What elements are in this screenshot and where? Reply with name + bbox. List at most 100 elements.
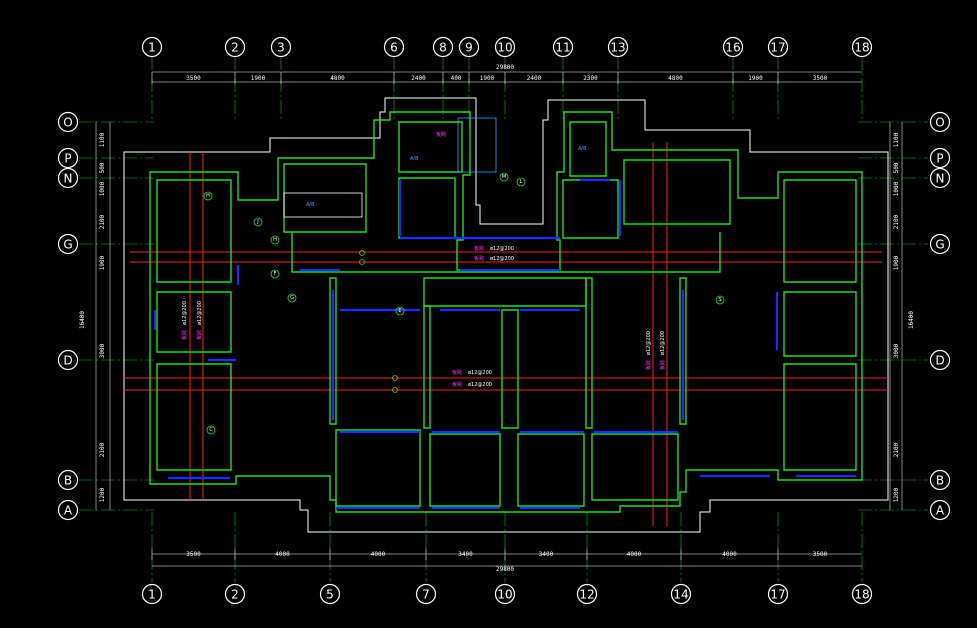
building-outline: [123, 97, 889, 533]
svg-text:E: E: [398, 308, 401, 314]
dim-label: 500: [893, 162, 900, 173]
room-tag: [359, 259, 365, 265]
axis-bubble-top-10: 10: [494, 36, 516, 58]
svg-text:F: F: [274, 271, 277, 277]
svg-text:N: N: [936, 172, 945, 186]
dim-label: 3400: [458, 551, 473, 558]
svg-text:N: N: [64, 172, 73, 186]
axis-bubble-left-D: D: [57, 349, 79, 371]
svg-text:A: A: [936, 504, 945, 518]
svg-text:1: 1: [148, 41, 156, 55]
svg-text:16: 16: [725, 41, 740, 55]
opening-box: [457, 117, 497, 173]
axis-bubble-top-8: 8: [432, 36, 454, 58]
dim-label: 1000: [99, 181, 106, 196]
svg-text:18: 18: [854, 588, 869, 602]
dim-label: 1900: [251, 75, 266, 82]
axis-bubble-right-A: A: [929, 499, 951, 521]
svg-text:J: J: [256, 219, 258, 225]
annot-cyan-2: A/B: [410, 156, 419, 162]
dim-label: 4800: [668, 75, 683, 82]
dim-label: 4000: [627, 551, 642, 558]
axis-bubble-left-A: A: [57, 499, 79, 521]
svg-text:17: 17: [770, 588, 785, 602]
axis-bubble-left-N: N: [57, 167, 79, 189]
svg-text:9: 9: [465, 41, 473, 55]
annot-white-5: ø12@200: [182, 301, 188, 325]
dim-label: 4000: [275, 551, 290, 558]
svg-text:10: 10: [497, 41, 512, 55]
axis-bubble-top-16: 16: [722, 36, 744, 58]
dim-label: 4800: [330, 75, 345, 82]
axis-bubble-right-O: O: [929, 111, 951, 133]
dim-label: 3000: [893, 343, 900, 358]
annot-magenta-1: 板跨: [474, 245, 484, 252]
room-tag: G: [287, 293, 297, 303]
annot-cyan-1: A/B: [306, 202, 315, 208]
annot-magenta-4: 板跨: [452, 381, 462, 388]
svg-text:18: 18: [854, 41, 869, 55]
dim-label: 3500: [186, 75, 201, 82]
dim-label: 3500: [813, 551, 828, 558]
room-tag: H: [203, 191, 213, 201]
axis-bubble-top-18: 18: [851, 36, 873, 58]
dim-label: 1000: [893, 181, 900, 196]
dim-label: 2100: [893, 442, 900, 457]
svg-text:12: 12: [579, 588, 594, 602]
annot-white-3: ø12@200: [468, 370, 492, 376]
axis-bubble-left-P: P: [57, 147, 79, 169]
annot-magenta-2: 板跨: [474, 255, 484, 262]
dim-label: 2100: [893, 214, 900, 229]
room-tag: [392, 375, 398, 381]
axis-bubble-bottom-12: 12: [576, 583, 598, 605]
dim-label: 1900: [893, 255, 900, 270]
svg-text:14: 14: [673, 588, 688, 602]
svg-text:A: A: [64, 504, 73, 518]
svg-text:B: B: [936, 474, 944, 488]
room-tag: C: [206, 425, 216, 435]
room-tag: H: [270, 235, 280, 245]
svg-text:8: 8: [439, 41, 447, 55]
svg-text:B: B: [64, 474, 72, 488]
beams: [153, 178, 856, 510]
svg-text:G: G: [290, 295, 294, 301]
axis-bubble-top-11: 11: [552, 36, 574, 58]
annot-magenta-7: 板跨: [645, 360, 652, 370]
dim-label: 4000: [722, 551, 737, 558]
room-label-box: [283, 192, 363, 218]
reference-lines: [124, 142, 888, 526]
dim-label: 2100: [99, 442, 106, 457]
axis-bubble-bottom-1: 1: [141, 583, 163, 605]
svg-text:6: 6: [390, 41, 398, 55]
axis-bubble-bottom-2: 2: [224, 583, 246, 605]
svg-text:P: P: [936, 152, 943, 166]
axis-bubble-left-B: B: [57, 469, 79, 491]
annot-white-7: ø12@200: [646, 331, 652, 355]
room-tag: [392, 387, 398, 393]
annot-white-1: ø12@200: [490, 246, 514, 252]
grid-axis-lines: [79, 56, 928, 582]
room-tag: F: [270, 269, 280, 279]
axis-bubble-right-B: B: [929, 469, 951, 491]
axis-bubble-bottom-7: 7: [415, 583, 437, 605]
annot-magenta-9: 板跨: [436, 131, 446, 138]
dim-label: 1900: [99, 255, 106, 270]
room-tag: E: [395, 306, 405, 316]
dim-label: 3400: [539, 551, 554, 558]
room-tag: L: [516, 177, 526, 187]
annot-magenta-5: 板跨: [181, 330, 188, 340]
axis-bubble-right-N: N: [929, 167, 951, 189]
axis-bubble-top-1: 1: [141, 36, 163, 58]
axis-bubble-top-13: 13: [607, 36, 629, 58]
dim-label: 500: [99, 162, 106, 173]
dim-label: 1900: [748, 75, 763, 82]
dim-label: 400: [451, 75, 462, 82]
annot-magenta-6: 板跨: [196, 330, 203, 340]
